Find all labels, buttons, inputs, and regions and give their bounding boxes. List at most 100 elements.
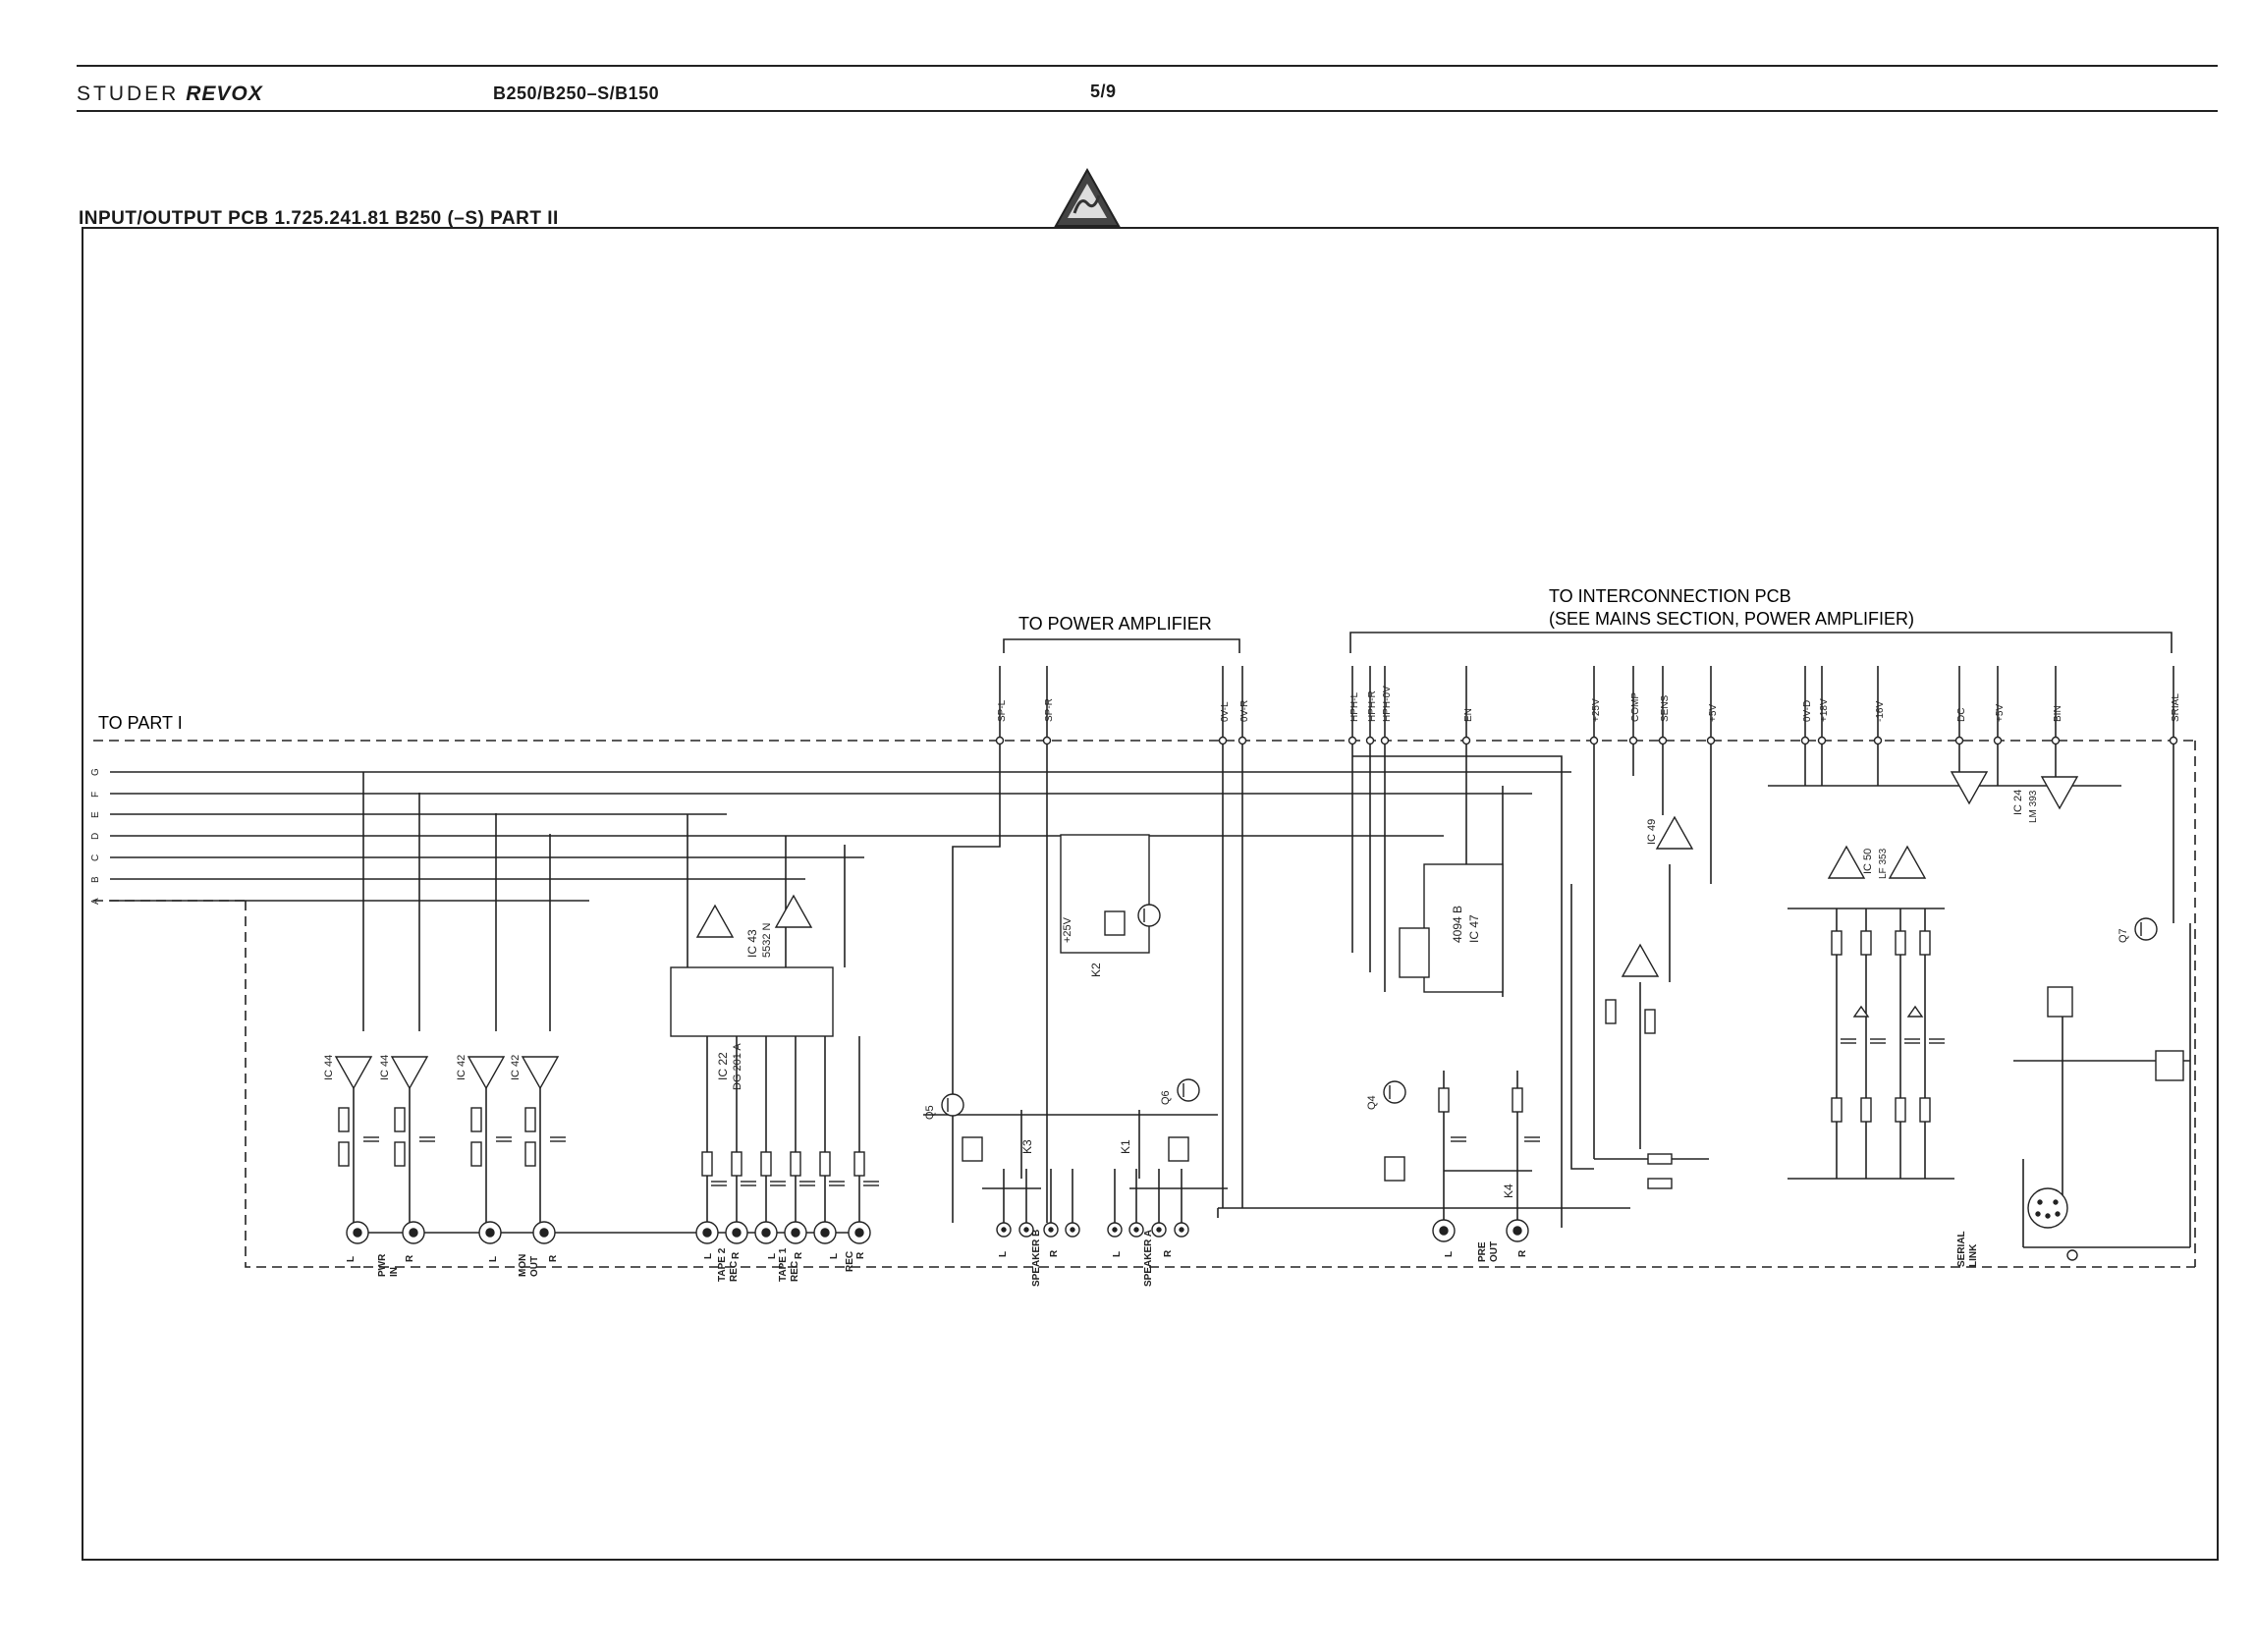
transistor-q7 — [2134, 917, 2158, 941]
din-pin — [2037, 1199, 2043, 1205]
terminal-dot — [1048, 1227, 1054, 1233]
top-pin-label: 0V-R — [1239, 700, 1250, 722]
relay-label: K1 — [1119, 1139, 1132, 1154]
ic-label: IC 42 — [510, 1055, 522, 1080]
resistor — [1860, 1097, 1872, 1123]
top-pin-label: HPH-0V — [1382, 686, 1393, 722]
header-pin — [1365, 736, 1375, 745]
diagram-title: INPUT/OUTPUT PCB 1.725.241.81 B250 (–S) … — [79, 208, 559, 229]
connector-pin-label: L — [488, 1256, 499, 1262]
relay-coil-k4 — [1384, 1156, 1405, 1182]
ic-label: 5532 N — [761, 922, 773, 958]
relay-label: K4 — [1502, 1184, 1515, 1198]
top-pin-label: SP-L — [997, 699, 1008, 722]
connector-name: LINK — [1968, 1243, 1979, 1267]
resistor — [1647, 1178, 1673, 1189]
resistor — [853, 1151, 865, 1177]
opamp-ic24-a — [1950, 771, 1989, 805]
resistor — [1860, 930, 1872, 956]
transistor-label: Q5 — [924, 1105, 936, 1120]
model-number: B250/B250–S/B150 — [493, 83, 660, 103]
header-pin — [1380, 736, 1390, 745]
bus-letter: C — [90, 854, 101, 861]
connector-pin — [761, 1228, 771, 1238]
ic-label: IC 49 — [1646, 819, 1658, 845]
bus-letter: E — [90, 811, 101, 818]
top-pin-label: SENS — [1660, 694, 1671, 722]
header-pin — [1348, 736, 1357, 745]
connector-pin-label: L — [998, 1251, 1009, 1257]
connector-pin — [791, 1228, 800, 1238]
opamp-ic49 — [1655, 815, 1694, 850]
wire — [1003, 638, 1240, 653]
top-pin-label: COMP — [1630, 692, 1641, 722]
din-pin — [2053, 1199, 2059, 1205]
header-top-rule — [77, 65, 2218, 67]
ic-label: 4094 B — [1451, 906, 1464, 943]
header-pin — [995, 736, 1005, 745]
opamp-input-buffer — [467, 1056, 506, 1090]
wire — [952, 741, 1001, 1223]
header-pin — [1873, 736, 1883, 745]
top-pin-label: +25V — [1591, 698, 1602, 722]
resistor — [1919, 930, 1931, 956]
opamp-ic24-b — [2040, 776, 2079, 810]
ic-label: IC 42 — [456, 1055, 468, 1080]
ic-label: IC 24 — [2012, 790, 2024, 815]
connector-name: SERIAL — [1956, 1231, 1967, 1267]
connector-name: IN — [389, 1267, 400, 1277]
terminal-dot — [1070, 1227, 1075, 1233]
relay-coil-k3 — [962, 1136, 983, 1162]
connector-pin-label: L — [767, 1253, 778, 1259]
connector-pin — [353, 1228, 362, 1238]
ic-shift-register — [1423, 863, 1504, 993]
top-pin-label: 0V-D — [1802, 700, 1813, 722]
net-label: +25V — [1062, 916, 1073, 943]
label-see-mains: (SEE MAINS SECTION, POWER AMPLIFIER) — [1549, 609, 1914, 629]
header-pin — [2169, 736, 2178, 745]
transistor-relay-driver — [1137, 904, 1161, 927]
header-pin — [1589, 736, 1599, 745]
connector-name: PRE — [1477, 1241, 1488, 1262]
connector-pin-label: R — [855, 1251, 866, 1259]
top-pin-label: +5V — [1708, 704, 1719, 722]
resistor — [338, 1141, 350, 1167]
bus-letter: F — [90, 792, 101, 798]
connector-name: SPEAKER A — [1143, 1230, 1154, 1287]
resistor — [1605, 999, 1617, 1024]
header-pin — [2051, 736, 2061, 745]
header-pin — [1706, 736, 1716, 745]
top-pin-label: HPH-L — [1349, 692, 1360, 722]
resistor — [524, 1107, 536, 1132]
connector-pin-label: R — [1163, 1249, 1174, 1257]
resistor — [1647, 1153, 1673, 1165]
connector-name: SPEAKER B — [1031, 1230, 1042, 1287]
transistor-q5 — [941, 1093, 964, 1117]
bus-letter: A — [90, 898, 101, 905]
ic-label: IC 50 — [1862, 849, 1874, 874]
wire — [1570, 884, 1594, 1170]
connector-pin-label: L — [1444, 1251, 1455, 1257]
top-pin-label: DC — [1956, 708, 1967, 722]
connector-name: OUT — [529, 1256, 540, 1277]
page-number: 5/9 — [1090, 82, 1117, 101]
connector-pin-label: L — [829, 1253, 840, 1259]
resistor — [470, 1107, 482, 1132]
din-pin — [2045, 1213, 2051, 1219]
connector-name: MON — [518, 1254, 528, 1277]
terminal-dot — [1133, 1227, 1139, 1233]
relay-coil-k1 — [1168, 1136, 1189, 1162]
resistor — [760, 1151, 772, 1177]
transistor-label: Q7 — [2118, 928, 2129, 943]
diode — [1906, 1005, 1924, 1018]
opamp-input-buffer — [521, 1056, 560, 1090]
wire — [1349, 632, 2172, 653]
label-to-part-1: TO PART I — [98, 713, 183, 733]
relay-coil-k2 — [1104, 910, 1126, 936]
resistor — [1831, 1097, 1842, 1123]
ic-analog-switch — [670, 966, 834, 1037]
resistor — [394, 1107, 406, 1132]
bus-letter: G — [90, 768, 101, 776]
opamp-input-buffer — [334, 1056, 373, 1090]
